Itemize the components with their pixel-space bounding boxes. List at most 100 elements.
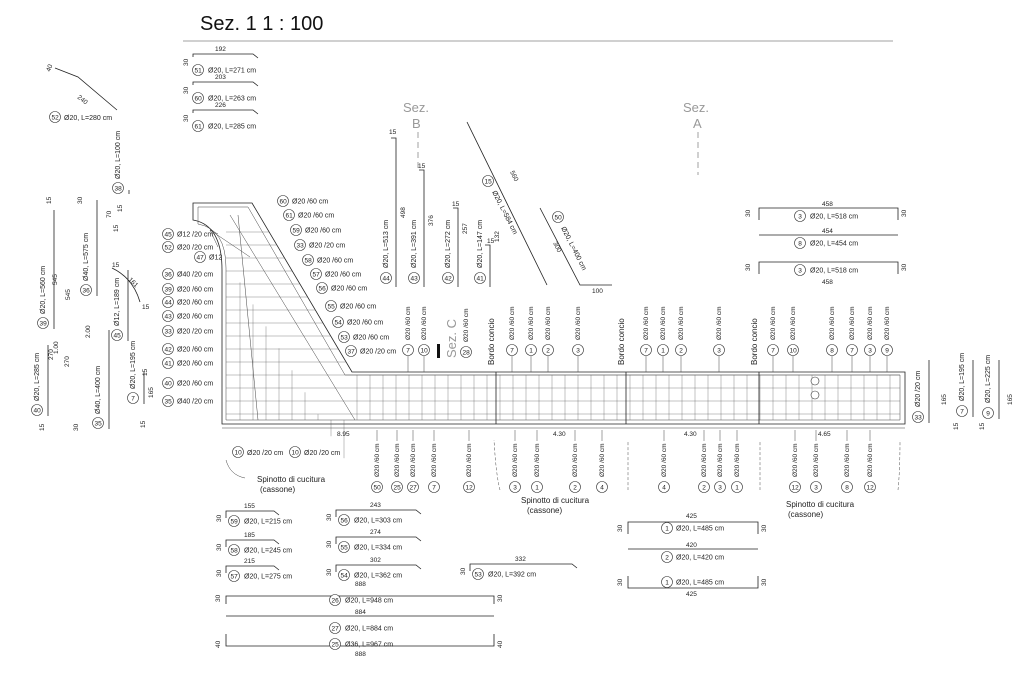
ml-7-circle: [325, 300, 337, 312]
rs-text-2: Ø20, L=518 cm: [810, 268, 858, 275]
lv-1-num: 39: [40, 320, 48, 327]
top-callout-0-num: 7: [406, 347, 410, 354]
top-callout-text-9: Ø20 /60 cm: [716, 306, 723, 340]
rb-hook-0l: 30: [617, 524, 624, 532]
bot-callout-0-circle: [371, 481, 383, 493]
bs-5-circle: [338, 569, 350, 581]
ll-7-circle: [162, 325, 174, 337]
vb-len-3: 132: [494, 231, 501, 242]
rs-2-num: 3: [798, 267, 802, 274]
lv-dim-15: 30: [73, 423, 80, 431]
diag-rebar-2: [237, 214, 259, 421]
top-bar-text-2: Ø20, L=285 cm: [208, 124, 256, 131]
bordo-concio-1: Bordo concio: [487, 318, 496, 365]
ll-0-circle: [162, 228, 174, 240]
ll-1-circle: [162, 241, 174, 253]
top-callout-3-circle: [525, 344, 537, 356]
rv-text-2: Ø20, L=225 cm: [985, 355, 992, 403]
top-bar-len-0: 192: [215, 46, 226, 53]
rs-len-2: 458: [822, 279, 833, 286]
rb-2-circle: [661, 576, 673, 588]
vb-0-num: 44: [383, 275, 391, 282]
ml-2-circle: [290, 224, 302, 236]
rv-1-num: 7: [960, 408, 964, 415]
ll-3-num: 36: [165, 271, 173, 278]
dim-430b: 4.30: [684, 431, 697, 438]
ll-8-circle: [162, 343, 174, 355]
bs-0-num: 59: [231, 518, 239, 525]
top-callout-9-num: 3: [717, 347, 721, 354]
bl-text-2: Ø20 /20 cm: [304, 450, 340, 457]
lb-hook-2l: 40: [215, 640, 222, 648]
bs-len-4: 274: [370, 529, 381, 536]
ml-text-3: Ø20 /20 cm: [309, 243, 345, 250]
bot-callout-13-circle: [789, 481, 801, 493]
vb-shape-2: [453, 207, 459, 287]
top-callout-5-num: 3: [576, 347, 580, 354]
section-c-mark: Sez. C: [444, 319, 459, 358]
bot-callout-16-num: 12: [867, 484, 875, 491]
diag-15-text: Ø20, L=584 cm: [490, 190, 518, 236]
lb-1-num: 27: [332, 625, 340, 632]
bordo-concio-3: Bordo concio: [750, 318, 759, 365]
bot-callout-12-num: 1: [735, 484, 739, 491]
top-callout-6-circle: [640, 344, 652, 356]
bot-callout-14-circle: [810, 481, 822, 493]
rb-0-circle: [661, 522, 673, 534]
spinotto-2: Spinotto di cucitura (cassone): [521, 496, 590, 515]
section-c-tick: [437, 344, 440, 358]
vb-1-circle: [408, 272, 420, 284]
diag-50-line: [539, 207, 612, 286]
ml-3-num: 33: [297, 242, 305, 249]
bot-callout-9-circle: [658, 481, 670, 493]
bs-4-num: 55: [341, 544, 349, 551]
bar-45-hook-bot: 15: [142, 304, 150, 311]
bs-2-num: 57: [231, 573, 239, 580]
top-callout-13-circle: [846, 344, 858, 356]
bs-shape-3: [335, 509, 422, 517]
lv-dim-11: 165: [148, 387, 155, 398]
diag-50-num: 50: [555, 215, 563, 222]
ll-11-num: 35: [165, 398, 173, 405]
ml-text-9: Ø20 /60 cm: [353, 335, 389, 342]
lb-2-num: 25: [332, 641, 340, 648]
rs-shape-0: [758, 207, 899, 220]
top-bar-shape-0: [192, 53, 259, 59]
top-bar-1-circle: [192, 92, 204, 104]
lv-dim-10: 15: [113, 224, 120, 232]
top-bar-text-0: Ø20, L=271 cm: [208, 68, 256, 75]
bot-callout-text-16: Ø20 /60 cm: [867, 443, 874, 477]
lv-dim-7: 1.00: [53, 341, 60, 354]
lv-4-circle: [31, 404, 43, 416]
ml-10-circle: [345, 345, 357, 357]
bot-callout-3-num: 7: [432, 484, 436, 491]
bl-num-1: 10: [235, 450, 243, 457]
bl-num-2: 10: [292, 450, 300, 457]
bl-circle-2: [289, 446, 301, 458]
lv-dim-3: 545: [65, 289, 72, 300]
lv-dim-6: 2.00: [85, 325, 92, 338]
top-callout-text-5: Ø20 /60 cm: [575, 306, 582, 340]
bar-45-len: 161: [127, 276, 140, 289]
bs-6-circle: [472, 568, 484, 580]
ll-text-6: Ø20 /60 cm: [177, 314, 213, 321]
section-b-mark: Sez.: [403, 100, 429, 115]
lv-dim-13: 15: [140, 420, 147, 428]
rv-text-0: Ø20 /20 cm: [915, 371, 922, 407]
lv-3-circle: [111, 329, 123, 341]
top-callout-1-num: 10: [421, 347, 429, 354]
ll-text-4: Ø20 /60 cm: [177, 287, 213, 294]
bs-3-num: 56: [341, 517, 349, 524]
bs-shape-0: [225, 510, 280, 518]
vb-text-1: Ø20, L=391 cm: [411, 220, 418, 268]
diag-rebar-1: [229, 214, 356, 421]
bot-callout-6-num: 1: [535, 484, 539, 491]
top-callout-14-num: 3: [868, 347, 872, 354]
lv-4-num: 40: [34, 407, 42, 414]
lv-dim-14: 15: [39, 423, 46, 431]
top-callout-text-3: Ø20 /60 cm: [528, 306, 535, 340]
